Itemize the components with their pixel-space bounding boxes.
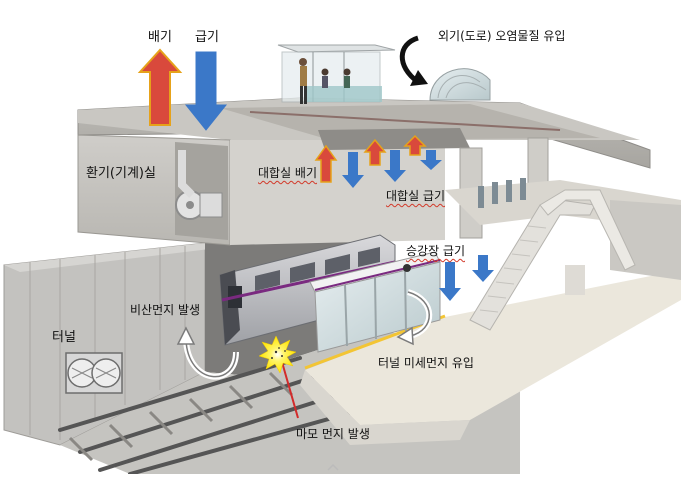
entrance-canopy: [277, 44, 396, 53]
flow-arrows: [137, 35, 494, 419]
ventilation-room-label: 환기(기계)실: [86, 166, 156, 181]
tunnel-fan-icon: [65, 352, 123, 394]
stair-railing: [539, 189, 636, 271]
scatter-dust-label: 비산먼지 발생: [130, 303, 201, 317]
concourse-exhaust-label: 대합실 배기: [258, 166, 318, 180]
exhaust-arrow-large: [137, 48, 183, 126]
rooftop-entrance: [277, 44, 491, 104]
wear-dust-burst: [258, 335, 297, 374]
outdoor-inflow-arrow: [399, 35, 420, 85]
screen-door-frames: [344, 270, 407, 347]
screen-door-indicator: [403, 264, 411, 272]
platform-supply-arrow: [439, 262, 461, 301]
sleepers: [68, 371, 294, 462]
people-icon: [299, 58, 351, 104]
supply-arrow-large: [184, 51, 228, 131]
tunnel-fine-dust-label: 터널 미세먼지 유입: [378, 356, 474, 370]
concourse-supply-arrow: [342, 152, 364, 188]
glass-dome-entrance: [429, 68, 491, 101]
vent-duct-box: [199, 192, 223, 218]
tunnel-wall-top: [4, 243, 218, 272]
vent-duct: [178, 150, 195, 198]
concourse-supply-label: 대합실 급기: [386, 189, 446, 203]
wear-dust-label: 마모 먼지 발생: [296, 427, 370, 441]
supply-label: 급기: [195, 30, 219, 45]
stair-base: [565, 265, 585, 295]
exhaust-label: 배기: [148, 30, 172, 45]
fare-gates: [478, 178, 526, 208]
tunnel-label: 터널: [52, 330, 76, 345]
entrance-rail: [306, 86, 382, 102]
subway-train: [219, 234, 396, 346]
concourse-duct: [318, 128, 470, 150]
stair-steps: [479, 225, 547, 313]
wear-dust-pointer: [281, 361, 299, 419]
dust-particles: [271, 347, 286, 359]
chevron-up-icon: [327, 463, 339, 471]
concourse-exhaust-arrow: [403, 134, 427, 156]
platform-screen-doors: [309, 251, 441, 353]
platform-supply-label: 승강장 급기: [406, 244, 466, 258]
platform-floor: [305, 270, 681, 425]
road-line: [249, 111, 561, 131]
train-windows: [255, 247, 380, 291]
platform-supply-arrow: [472, 255, 494, 282]
concourse-supply-arrow: [420, 150, 442, 170]
concourse-supply-arrow: [384, 150, 406, 182]
concourse-exhaust-arrow: [314, 144, 338, 183]
concourse-exhaust-arrow: [363, 138, 387, 166]
platform-edge: [300, 370, 470, 445]
outdoor-inflow-label: 외기(도로) 오염물질 유입: [438, 29, 566, 43]
